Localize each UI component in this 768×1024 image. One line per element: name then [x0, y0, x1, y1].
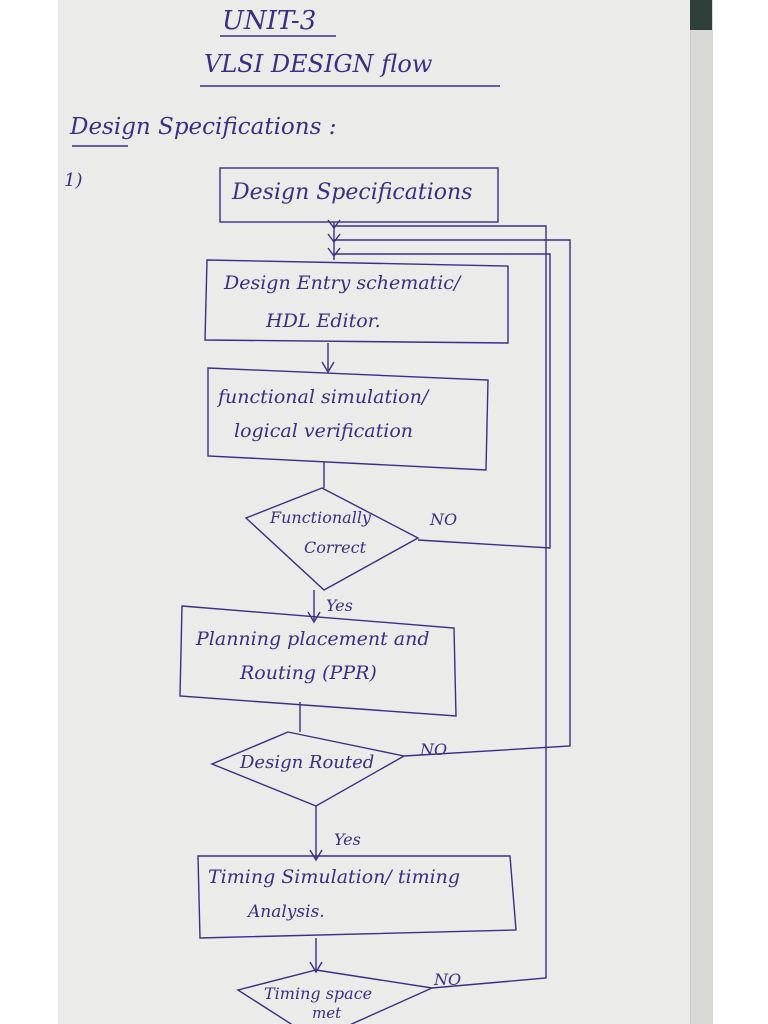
arrowhead-loop2 [327, 233, 341, 244]
notebook-page: UNIT-3 VLSI DESIGN flow Design Specifica… [58, 0, 690, 1024]
next-page-edge [690, 0, 713, 1024]
no-label-2: NO [420, 740, 448, 759]
page-title: VLSI DESIGN flow [204, 50, 433, 78]
arrowhead-loop1 [327, 247, 341, 258]
decision-timing-met [236, 969, 435, 1024]
arrowhead-timing [309, 849, 323, 862]
item-number: 1) [64, 170, 83, 191]
loop-no1 [334, 253, 551, 549]
arrowhead-sim [321, 361, 335, 374]
background-shadow [690, 0, 712, 30]
box3-line1: functional simulation/ [218, 386, 429, 408]
box5-line1: Timing Simulation/ timing [208, 866, 461, 888]
decision3-line2: met [312, 1004, 342, 1022]
decision1-line2: Correct [304, 538, 367, 557]
box2-line1: Design Entry schematic/ [224, 272, 461, 294]
decision-functionally-correct [244, 487, 420, 591]
box-timing-simulation [197, 855, 517, 939]
arrowhead-loop3 [327, 219, 341, 230]
yes-label-1: Yes [326, 596, 353, 615]
box1-label: Design Specifications [232, 180, 473, 205]
box4-line2: Routing (PPR) [240, 662, 377, 684]
section-heading: Design Specifications : [70, 114, 337, 140]
decision1-line1: Functionally [270, 508, 371, 527]
flowchart-lines [72, 35, 571, 1024]
unit-heading: UNIT-3 [222, 6, 317, 36]
box-design-entry [204, 259, 509, 344]
box3-line2: logical verification [234, 420, 414, 442]
no-label-1: NO [430, 510, 458, 529]
loop-no3 [334, 225, 547, 989]
box2-line2: HDL Editor. [266, 310, 381, 332]
box-design-specifications [219, 167, 499, 223]
decision2-label: Design Routed [240, 752, 375, 773]
box-ppr [179, 605, 457, 717]
box-functional-simulation [207, 367, 489, 471]
box5-line2: Analysis. [248, 902, 325, 922]
yes-label-2: Yes [334, 830, 361, 849]
arrowhead-decision3 [309, 961, 323, 974]
decision3-line1: Timing space [264, 984, 373, 1003]
loop-no2 [334, 239, 571, 757]
arrowhead-ppr [307, 611, 321, 624]
no-label-3: NO [434, 970, 462, 989]
box4-line1: Planning placement and [196, 628, 430, 650]
